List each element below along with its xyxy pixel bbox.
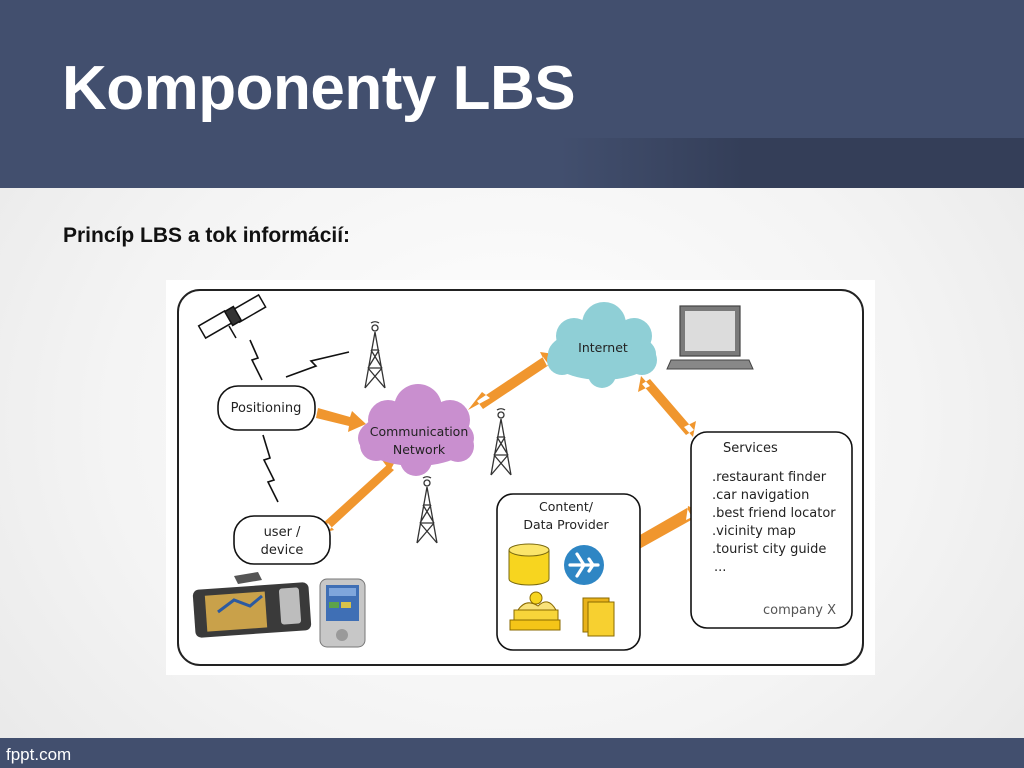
service-item: ... — [714, 560, 726, 575]
arrow-positioning-network — [316, 408, 366, 432]
network-label-line2: Network — [393, 442, 446, 457]
arrow-internet-services — [638, 376, 696, 437]
service-item: .restaurant finder — [712, 470, 827, 485]
internet-label: Internet — [578, 340, 628, 355]
bolt-user — [262, 434, 279, 503]
service-item: .vicinity map — [712, 524, 796, 539]
database-icon — [508, 543, 550, 586]
title-bar-shade — [560, 138, 1024, 188]
services-list: .restaurant finder .car navigation .best… — [712, 470, 836, 575]
service-item: .tourist city guide — [712, 542, 826, 557]
service-item: .car navigation — [712, 488, 809, 503]
satellite-icon — [197, 293, 267, 340]
bolt-satellite — [249, 339, 263, 381]
network-label-line1: Communication — [370, 424, 469, 439]
documents-icon — [582, 597, 615, 637]
positioning-node — [217, 385, 316, 431]
company-label: company X — [763, 603, 836, 618]
books-icon — [509, 591, 561, 631]
lbs-diagram-canvas: Positioning user / device Communication … — [177, 289, 864, 666]
wireless-links — [249, 339, 350, 503]
user-device-label-line1: user / — [264, 525, 301, 540]
gps-navigator-icon — [192, 572, 312, 638]
arrow-network-internet — [468, 352, 554, 410]
footer-bar — [0, 738, 1024, 768]
laptop-icon — [666, 305, 754, 370]
internet-cloud — [547, 302, 657, 388]
service-item: .best friend locator — [712, 506, 836, 521]
user-device-label-line2: device — [261, 543, 304, 558]
content-label-line1: Content/ — [539, 499, 594, 514]
user-device-node — [233, 515, 331, 565]
airplane-icon — [564, 545, 604, 585]
cell-tower-icon — [364, 321, 512, 544]
slide-title: Komponenty LBS — [62, 54, 576, 123]
slide-subtitle: Princíp LBS a tok informácií: — [63, 224, 351, 247]
positioning-label: Positioning — [231, 401, 302, 416]
arrow-services-content — [621, 506, 702, 556]
footer-brand: fppt.com — [6, 745, 72, 764]
arrows — [316, 352, 702, 556]
bolt-tower — [285, 351, 350, 378]
pda-icon — [319, 578, 366, 648]
services-box — [690, 431, 853, 629]
content-label-line2: Data Provider — [523, 517, 609, 532]
network-cloud — [358, 384, 474, 476]
lbs-diagram: Positioning user / device Communication … — [166, 280, 875, 675]
arrow-network-user — [318, 456, 398, 534]
services-title: Services — [723, 441, 778, 456]
